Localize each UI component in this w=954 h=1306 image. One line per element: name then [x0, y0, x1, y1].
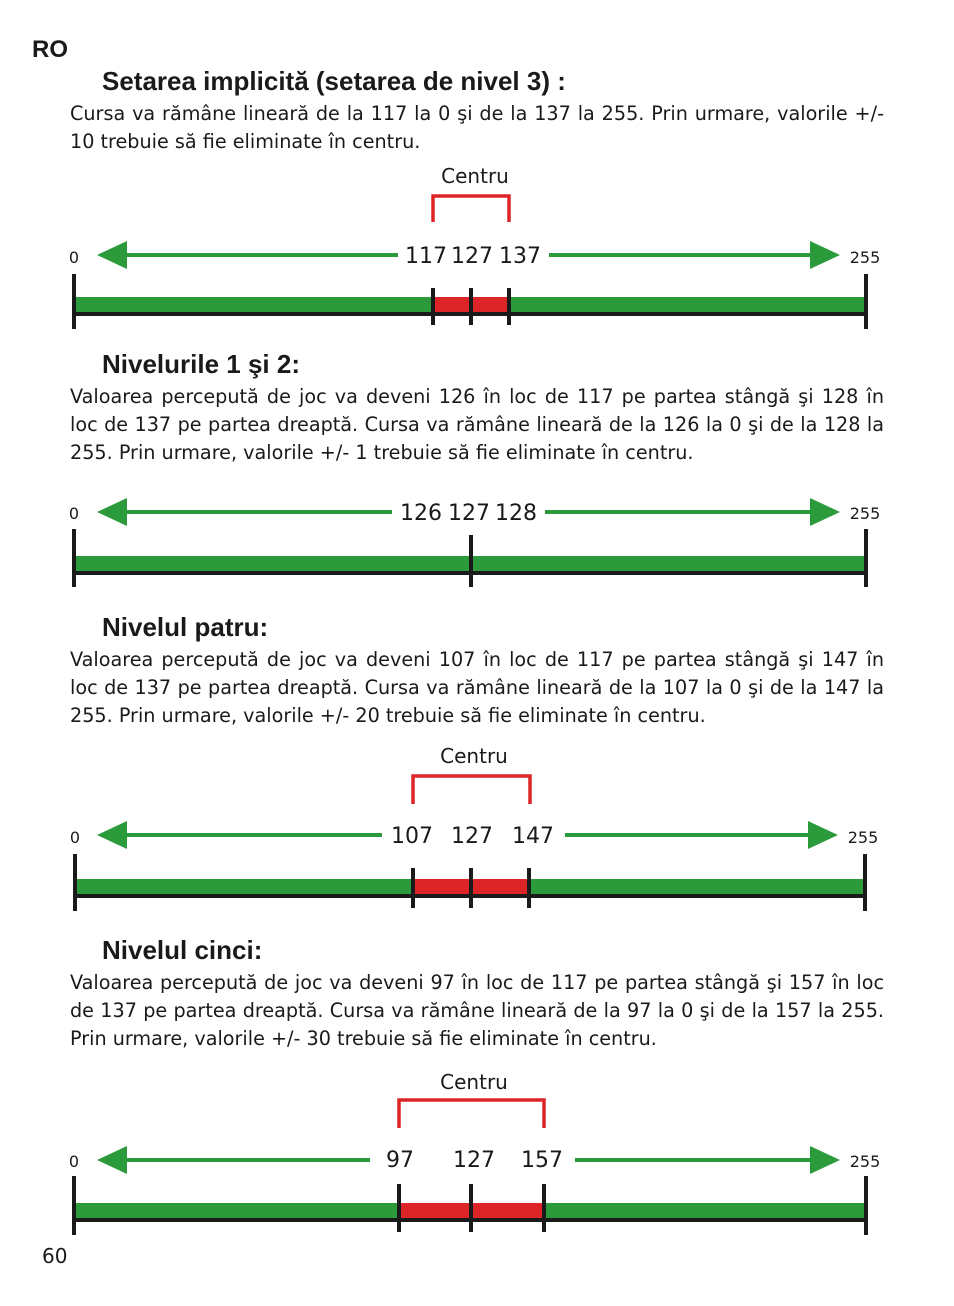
- min-label: 0: [70, 828, 80, 847]
- max-label: 255: [848, 828, 879, 847]
- value-center: 127: [448, 501, 490, 526]
- section-title: Nivelurile 1 şi 2:: [102, 349, 300, 379]
- section-text: Valoarea percepută de joc va deveni 107 …: [70, 648, 884, 727]
- section-text: Valoarea percepută de joc va deveni 126 …: [70, 385, 884, 464]
- axis-diagram-default: Centru 0 255 117 127 137: [69, 164, 881, 329]
- section-title: Nivelul cinci:: [102, 935, 263, 965]
- right-arrow-icon: [810, 241, 840, 269]
- value-left: 117: [405, 244, 447, 269]
- axis-diagram-level-four: Centru 0 255 107 127 147: [70, 744, 879, 911]
- section-title: Setarea implicită (setarea de nivel 3) :: [102, 66, 566, 96]
- value-center: 127: [451, 244, 493, 269]
- left-arrow-icon: [97, 821, 127, 849]
- center-bracket: [431, 194, 511, 222]
- center-label: Centru: [441, 164, 509, 188]
- section-default-setting: Setarea implicită (setarea de nivel 3) :…: [70, 66, 884, 156]
- value-center: 127: [451, 824, 493, 849]
- green-bar-right: [544, 1203, 866, 1219]
- center-label: Centru: [440, 1070, 508, 1094]
- section-text: Cursa va rămâne lineară de la 117 la 0 ş…: [70, 102, 884, 153]
- section-level-five: Nivelul cinci: Valoarea percepută de joc…: [70, 935, 884, 1053]
- section-title: Nivelul patru:: [102, 612, 269, 642]
- language-code: RO: [32, 36, 68, 63]
- axis-diagram-levels-1-2: 0 255 126 127 128: [69, 498, 881, 587]
- section-levels-1-2: Nivelurile 1 şi 2: Valoarea percepută de…: [70, 349, 884, 467]
- section-text: Valoarea percepută de joc va deveni 97 î…: [70, 971, 884, 1050]
- green-bar-left: [74, 297, 433, 313]
- value-left: 126: [400, 501, 442, 526]
- min-label: 0: [69, 1152, 79, 1171]
- value-right: 137: [499, 244, 541, 269]
- value-left: 97: [386, 1148, 414, 1173]
- right-arrow-icon: [810, 1146, 840, 1174]
- value-right: 147: [512, 824, 554, 849]
- left-arrow-icon: [97, 1146, 127, 1174]
- axis-diagram-level-five: Centru 0 255 97 127 157: [69, 1070, 881, 1235]
- section-level-four: Nivelul patru: Valoarea percepută de joc…: [70, 612, 884, 730]
- value-right: 157: [521, 1148, 563, 1173]
- green-bar-right: [529, 879, 865, 895]
- min-label: 0: [69, 504, 79, 523]
- center-bracket: [411, 774, 532, 804]
- max-label: 255: [850, 248, 881, 267]
- left-arrow-icon: [97, 498, 127, 526]
- value-right: 128: [495, 501, 537, 526]
- left-arrow-icon: [97, 241, 127, 269]
- center-label: Centru: [440, 744, 508, 768]
- green-bar-left: [75, 879, 413, 895]
- value-center: 127: [453, 1148, 495, 1173]
- min-label: 0: [69, 248, 79, 267]
- green-bar-right: [509, 297, 866, 313]
- right-arrow-icon: [810, 498, 840, 526]
- value-left: 107: [391, 824, 433, 849]
- center-bracket: [397, 1098, 546, 1128]
- max-label: 255: [850, 1152, 881, 1171]
- right-arrow-icon: [808, 821, 838, 849]
- max-label: 255: [850, 504, 881, 523]
- page-number: 60: [42, 1244, 68, 1268]
- green-bar-left: [74, 1203, 399, 1219]
